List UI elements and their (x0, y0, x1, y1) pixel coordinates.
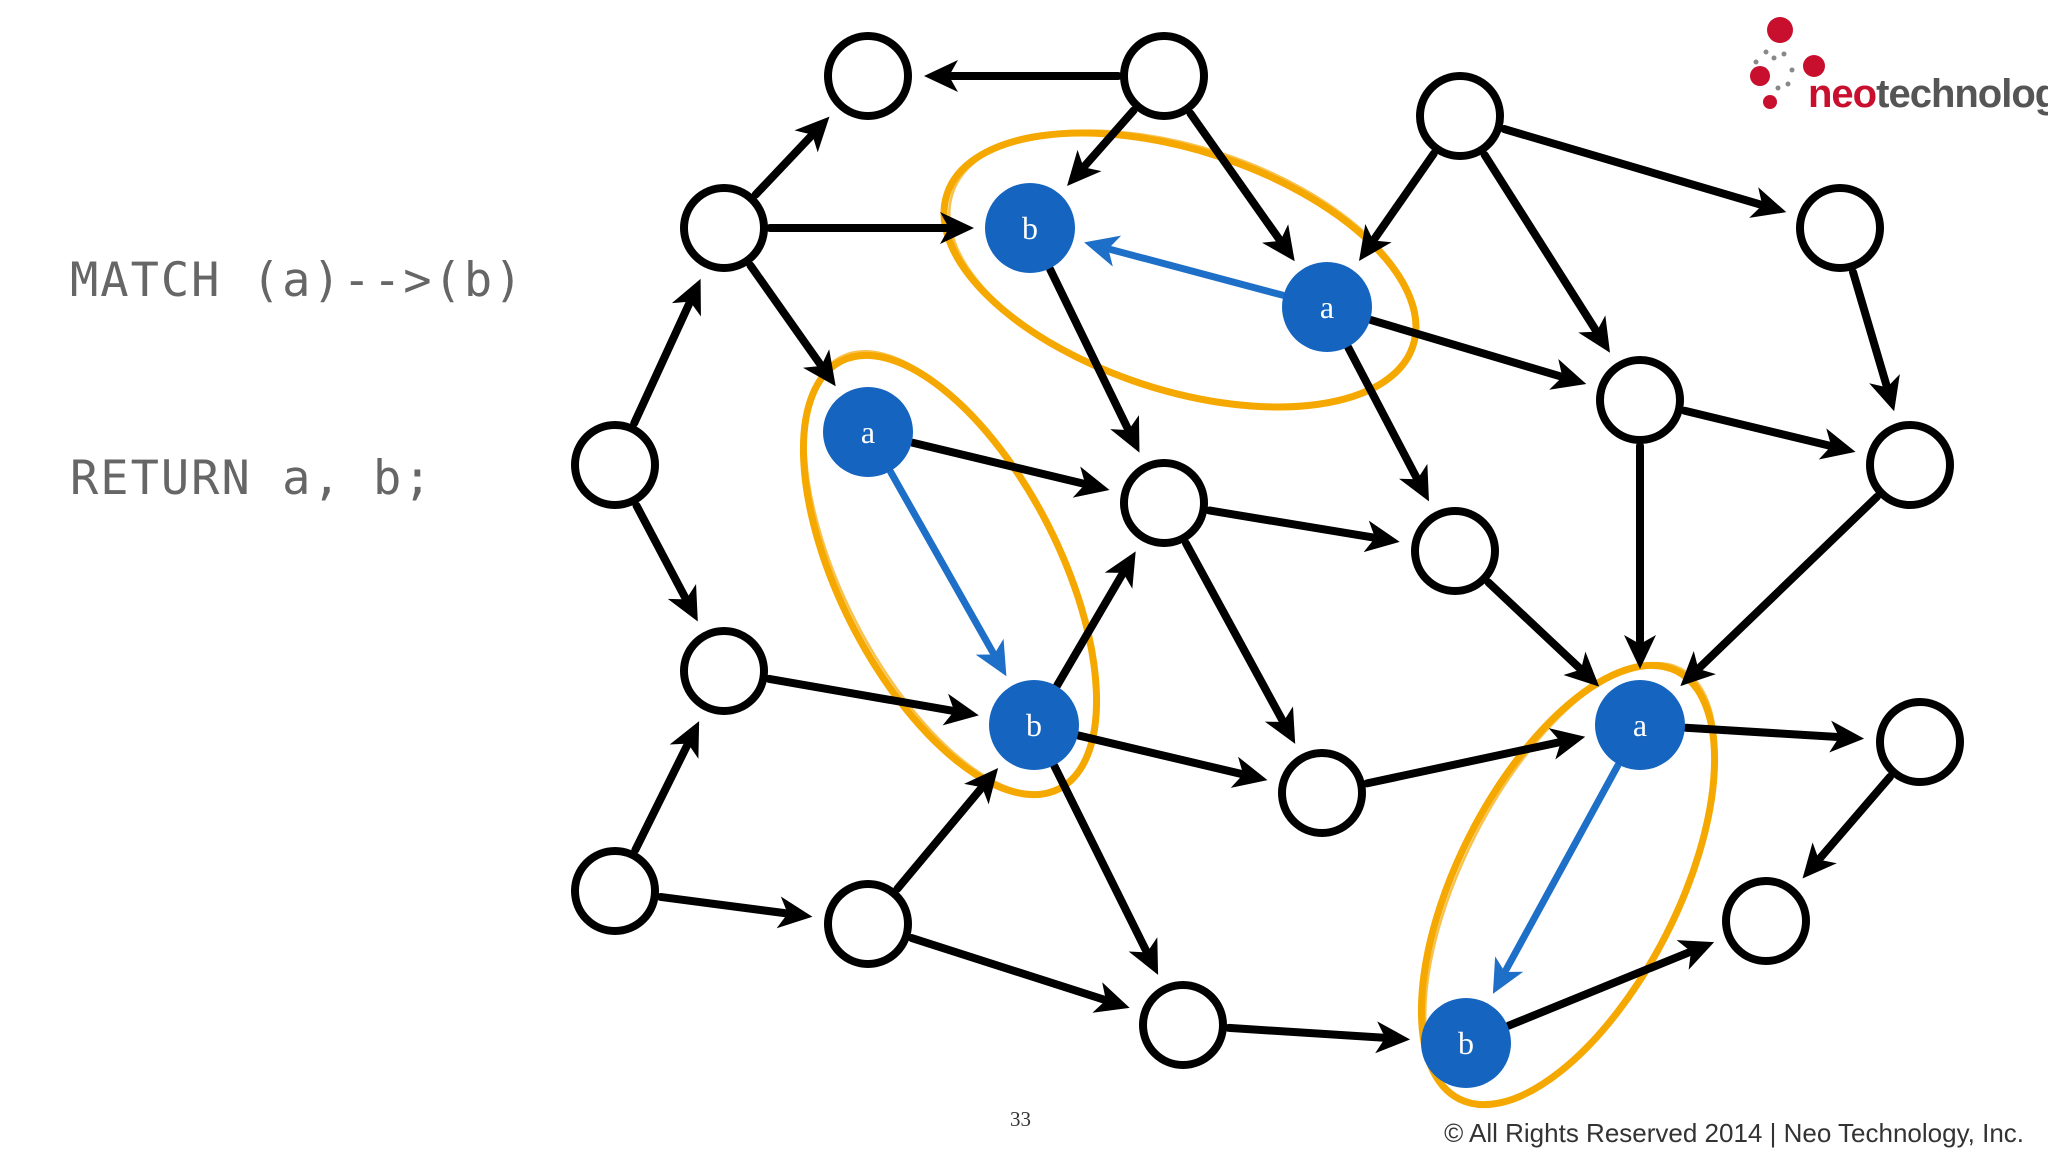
graph-node (824, 32, 912, 120)
node-label: a (1633, 707, 1647, 743)
matched-node-a: a (823, 387, 913, 477)
relationship-arrow (1205, 506, 1400, 553)
relationship-arrow (632, 501, 698, 622)
relationship-arrow (630, 278, 701, 428)
graph-node (571, 421, 659, 509)
graph-node (1411, 507, 1499, 595)
graph-node (1416, 72, 1504, 160)
node-label: a (1320, 289, 1334, 325)
relationship-arrow (924, 60, 1122, 92)
relationship-arrow (1067, 106, 1138, 186)
graph-node (1278, 749, 1366, 837)
relationship-arrow (1046, 265, 1140, 453)
matched-node-b: b (989, 680, 1079, 770)
matched-node-a: a (1595, 680, 1685, 770)
relationship-arrow (1344, 343, 1429, 502)
matched-node-b: b (985, 183, 1075, 273)
relationship-arrow (1849, 268, 1900, 412)
relationship-arrow (1480, 150, 1611, 353)
relationship-arrow (1624, 442, 1656, 669)
relationship-arrow (631, 721, 700, 854)
relationship-arrow (1186, 109, 1295, 262)
graph-node (1876, 698, 1964, 786)
graph-node (680, 184, 768, 272)
matched-node-a: a (1282, 262, 1372, 352)
relationship-arrow (765, 674, 979, 726)
relationship-arrow (1681, 720, 1865, 753)
relationship-arrow (1362, 728, 1586, 788)
relationship-arrow (1074, 731, 1268, 788)
relationship-arrow (1500, 125, 1787, 218)
relationship-arrow (908, 438, 1110, 498)
relationship-arrow (1182, 539, 1296, 744)
graph-node (1139, 981, 1227, 1069)
relationship-arrow (1504, 940, 1715, 1030)
relationship-arrow (1050, 762, 1159, 975)
copyright-notice: © All Rights Reserved 2014 | Neo Technol… (1444, 1118, 2024, 1148)
relationship-arrow (1484, 578, 1600, 687)
matched-relationship-arrow (1492, 761, 1622, 994)
neo-technology-logo: neotechnology (1748, 14, 2048, 124)
relationship-arrow (1224, 1021, 1411, 1054)
matched-relationship-arrow (887, 468, 1007, 677)
relationship-arrow (1680, 492, 1881, 687)
relationship-arrow (766, 212, 974, 244)
relationship-arrow (1359, 149, 1438, 262)
logo-dots-icon (1750, 17, 1825, 109)
graph-node (571, 847, 659, 935)
graph-node (1722, 877, 1810, 965)
query-line-2: RETURN a, b; (70, 451, 434, 506)
match-highlight-ellipse (799, 350, 1101, 799)
relationship-arrow (746, 261, 836, 387)
logo-technology: technology (1876, 72, 2048, 116)
relationship-arrow (893, 768, 999, 893)
relationship-arrow (1680, 406, 1856, 460)
match-highlight-ellipse (1417, 661, 1719, 1109)
relationship-arrow (1802, 772, 1894, 879)
relationship-arrow (907, 934, 1130, 1013)
node-label: b (1458, 1025, 1474, 1061)
matched-node-b: b (1421, 998, 1511, 1088)
graph-node (1866, 421, 1954, 509)
logo-wordmark: neotechnology (1808, 72, 2048, 117)
graph-node (1120, 459, 1208, 547)
page-number: 33 (1010, 1107, 1031, 1131)
relationship-arrow (1367, 316, 1587, 390)
cypher-query: MATCH (a)-->(b) RETURN a, b; (70, 116, 524, 578)
node-label: b (1026, 707, 1042, 743)
graph-node (1596, 356, 1684, 444)
logo-neo: neo (1808, 72, 1877, 116)
node-label: b (1022, 210, 1038, 246)
graph-node (1120, 32, 1208, 120)
graph-node (680, 627, 768, 715)
node-label: a (861, 414, 875, 450)
relationship-arrow (656, 892, 813, 929)
relationship-arrow (751, 116, 830, 199)
query-line-1: MATCH (a)-->(b) (70, 253, 525, 308)
graph-node (824, 880, 912, 968)
graph-node (1796, 184, 1884, 272)
matched-relationship-arrow (1084, 235, 1287, 299)
relationship-arrow (1053, 551, 1136, 690)
